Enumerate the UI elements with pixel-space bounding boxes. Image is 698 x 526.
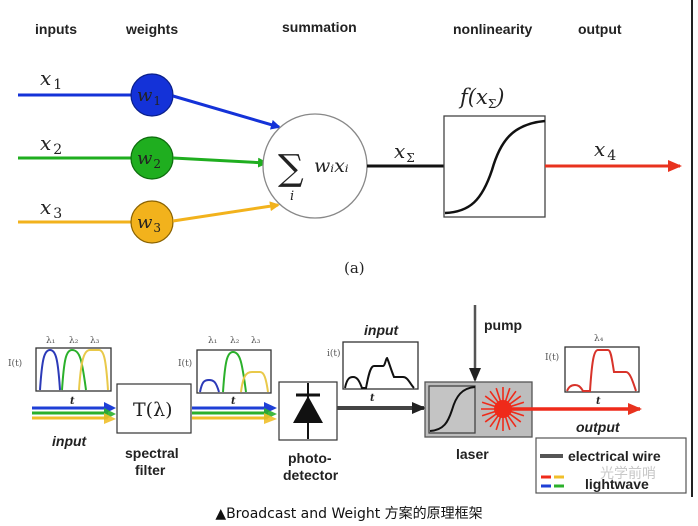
spectral-filter-box: [116, 383, 192, 434]
sum-index: i: [290, 189, 294, 204]
plot-1-y-label: I(t): [8, 358, 22, 369]
plot-1-peak-3: λ₃: [90, 336, 100, 346]
photodetector-box: [278, 381, 338, 441]
weight-2-label: w2: [137, 148, 161, 171]
header-nonlinearity: nonlinearity: [453, 21, 533, 37]
legend-electrical-label: electrical wire: [568, 448, 661, 464]
sigma-symbol: ∑: [278, 148, 304, 189]
legend: electrical wire lightwave 光学前哨: [535, 437, 687, 494]
legend-lightwave-label: lightwave: [585, 476, 649, 492]
filtered-spectrum-plot: I(t) λ₁ λ₂ λ₃ t: [178, 336, 272, 407]
weight-node-1: [130, 73, 174, 117]
filter-label-line1: spectral: [125, 445, 179, 461]
summation-node: ∑ i wᵢxᵢ: [262, 113, 368, 219]
header-inputs: inputs: [35, 21, 77, 37]
header-summation: summation: [282, 19, 357, 35]
figure-caption: ▲Broadcast and Weight 方案的原理框架: [215, 506, 483, 522]
header-output: output: [578, 21, 622, 37]
plot-1-peak-2: λ₂: [69, 336, 79, 346]
sum-output-var: xΣ: [394, 139, 415, 165]
input-spectrum-plot: I(t) λ₁ λ₂ λ₃ t: [8, 336, 112, 407]
plot-2-peak-1: λ₁: [208, 336, 217, 346]
diode-icon: [293, 396, 323, 423]
laser-label: laser: [456, 446, 489, 462]
plot-1-peak-1: λ₁: [46, 336, 55, 346]
pump-label: pump: [484, 317, 522, 333]
filter-symbol: T(λ): [133, 399, 173, 421]
filtered-lightwave-beams: [192, 402, 277, 424]
weight-node-3: [130, 200, 174, 244]
weight-1-arrow: [172, 94, 281, 130]
sum-term: wᵢxᵢ: [314, 155, 349, 177]
photocurrent-plot: input i(t) t: [327, 322, 419, 404]
filter-label-line2: filter: [135, 462, 166, 478]
plot-out-y-label: I(t): [545, 352, 559, 363]
laser-core: [494, 400, 512, 418]
photodetector-label-line2: detector: [283, 467, 339, 483]
plot-2-y-label: I(t): [178, 358, 192, 369]
input-lightwave-beams: [32, 402, 116, 424]
output-spectrum-plot: I(t) λ₄ t: [545, 334, 640, 407]
nonlinearity-box: [443, 115, 546, 218]
photodetector-label-line1: photo-: [288, 450, 332, 466]
photocurrent-x-label: t: [370, 393, 375, 404]
photocurrent-plot-title: input: [364, 322, 400, 338]
output-label: output: [576, 419, 621, 435]
input-label: input: [52, 433, 88, 449]
photonic-neuron-diagram: I(t) λ₁ λ₂ λ₃ t input T(λ) spectral filt…: [8, 305, 687, 494]
plot-2-peak-3: λ₃: [251, 336, 261, 346]
plot-out-peak: λ₄: [594, 334, 604, 344]
watermark: 光学前哨: [600, 465, 656, 482]
header-weights: weights: [125, 21, 178, 37]
legend-lightwave-swatch: [541, 475, 564, 488]
plot-2-peak-2: λ₂: [230, 336, 240, 346]
weight-2-arrow: [172, 156, 268, 168]
plot-out-x-label: t: [596, 396, 601, 407]
weight-3-arrow: [172, 201, 280, 223]
nonlinearity-function-label: f(xΣ): [458, 85, 505, 111]
perceptron-diagram: inputs weights summation nonlinearity ou…: [18, 19, 682, 277]
weight-1-label: w1: [137, 85, 161, 108]
photocurrent-y-label: i(t): [327, 348, 341, 359]
plot-2-x-label: t: [231, 396, 236, 407]
weight-3-label: w3: [137, 212, 161, 235]
plot-1-x-label: t: [70, 396, 75, 407]
sigmoid-curve: [444, 119, 546, 215]
panel-label-a: (a): [344, 259, 365, 277]
